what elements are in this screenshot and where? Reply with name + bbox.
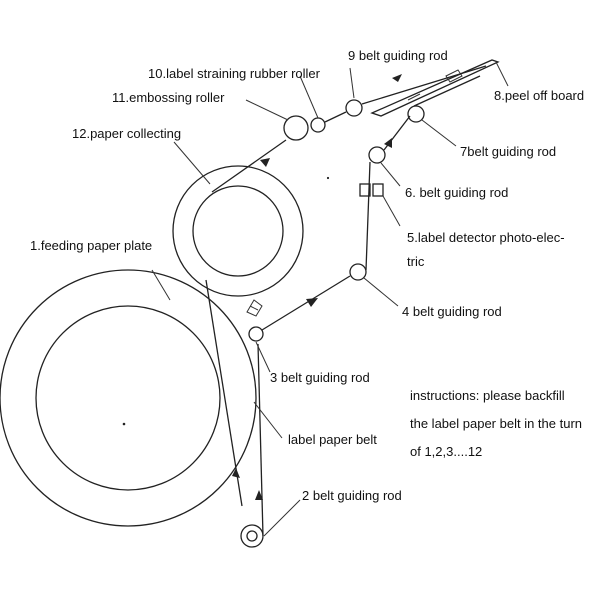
belt-rod7-to-board — [413, 75, 481, 107]
photo-detector-right — [372, 183, 384, 197]
instructions-line-1: instructions: please backfill — [410, 388, 565, 403]
guiding-rod-2-hub — [246, 530, 258, 542]
peel-off-board — [370, 59, 500, 117]
label-straining-roller: 10.label straining rubber roller — [148, 66, 320, 81]
leader-10 — [299, 75, 319, 119]
label-guiding-rod-6: 6. belt guiding rod — [405, 185, 509, 200]
label-photo-detector-cont: tric — [407, 254, 425, 269]
label-guiding-rod-2: 2 belt guiding rod — [302, 488, 402, 503]
leader-6 — [380, 162, 401, 187]
guiding-rod-7 — [407, 105, 425, 123]
belt-rod4-to-rod6 — [365, 161, 371, 271]
belt-arrow-right-1 — [306, 298, 318, 307]
guiding-rod-3 — [248, 326, 264, 342]
label-peel-off-board: 8.peel off board — [494, 88, 585, 103]
belt-rod2-to-rod3 — [257, 343, 264, 537]
leader-2 — [263, 499, 301, 537]
feeding-paper-plate-outer — [0, 269, 257, 527]
belt-arrow-left — [392, 74, 402, 82]
straining-rubber-roller — [310, 117, 326, 133]
belt-rod9-to-roller10 — [324, 111, 347, 123]
leader-12 — [173, 141, 211, 185]
belt-arrow-down — [232, 468, 240, 478]
leader-7 — [421, 119, 457, 147]
feeding-paper-plate-inner — [35, 305, 221, 491]
label-guiding-rod-9: 9 belt guiding rod — [348, 48, 448, 63]
peel-off-board-clamp — [445, 69, 463, 83]
belt-arrow-collect — [260, 158, 270, 167]
belt-embossing-to-collecting — [211, 139, 287, 193]
leader-belt — [253, 401, 283, 439]
label-embossing-roller: 11.embossing roller — [112, 90, 225, 105]
leader-8 — [495, 61, 509, 87]
embossing-roller — [283, 115, 309, 141]
peel-off-board-detail — [407, 93, 421, 101]
label-photo-detector: 5.label detector photo-elec- — [407, 230, 565, 245]
instructions-line-3: of 1,2,3....12 — [410, 444, 483, 459]
leader-1 — [151, 269, 171, 301]
leader-11 — [245, 99, 289, 121]
label-guiding-rod-7: 7belt guiding rod — [460, 144, 557, 159]
guiding-rod-9 — [345, 99, 363, 117]
belt-rod3-to-rod4 — [261, 275, 351, 331]
label-feeding-paper-plate: 1.feeding paper plate — [30, 238, 153, 253]
leader-4 — [363, 277, 399, 307]
paper-collecting-outer — [172, 165, 304, 297]
guiding-rod-6 — [368, 146, 386, 164]
belt-arrow-up — [255, 490, 263, 500]
label-paper-collecting: 12.paper collecting — [72, 126, 182, 141]
feeding-plate-center — [122, 422, 126, 426]
label-paper-belt: label paper belt — [288, 432, 377, 447]
stray-dot — [326, 176, 330, 180]
guiding-rod-4 — [349, 263, 367, 281]
photo-detector-left — [359, 183, 371, 197]
belt-arrow-right-2 — [384, 138, 392, 148]
leader-9 — [349, 67, 355, 99]
label-guiding-rod-4: 4 belt guiding rod — [402, 304, 502, 319]
leader-3 — [255, 341, 271, 373]
instructions-line-2: the label paper belt in the turn — [410, 416, 583, 431]
leader-5 — [382, 195, 401, 227]
belt-board-to-rod9 — [361, 65, 487, 105]
label-guiding-rod-3: 3 belt guiding rod — [270, 370, 370, 385]
guiding-rod-3-bracket — [246, 299, 263, 317]
guiding-rod-2 — [240, 524, 264, 548]
paper-collecting-inner — [192, 185, 284, 277]
